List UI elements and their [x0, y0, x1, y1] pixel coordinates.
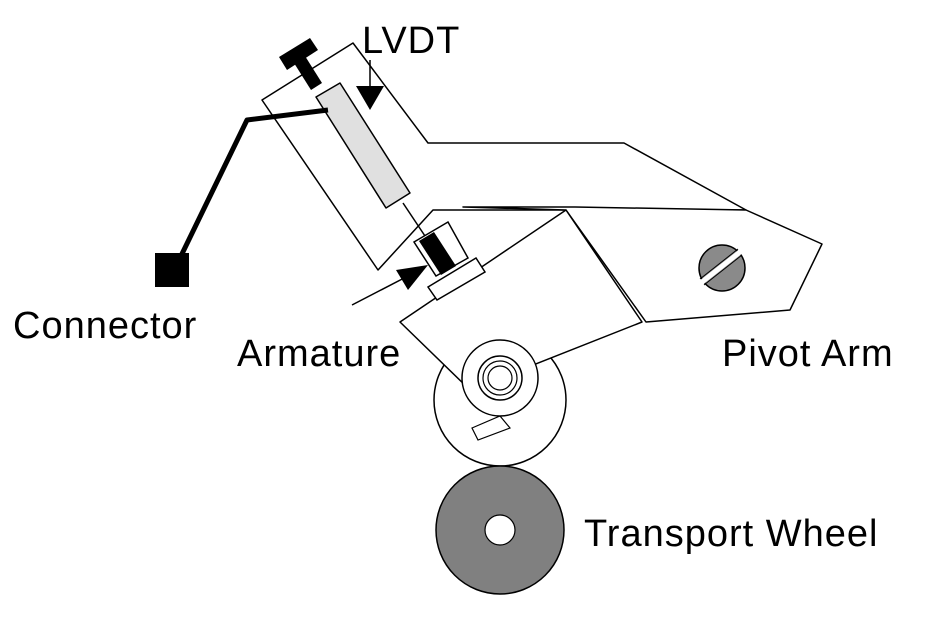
armature-holder-block	[399, 209, 643, 391]
armature-arrow	[351, 265, 428, 306]
lvdt-core	[315, 82, 411, 209]
upper-bracket	[261, 42, 747, 271]
armature-label: Armature	[237, 333, 401, 375]
transport-wheel-icon	[435, 465, 565, 595]
armature-plate	[426, 256, 487, 301]
lvdt-label: LVDT	[362, 20, 460, 62]
pivot-arm-label: Pivot Arm	[722, 333, 894, 375]
connector-cable	[177, 107, 329, 260]
pivot-screw-icon	[698, 244, 746, 292]
connector-block	[155, 253, 189, 287]
adjustment-knob-icon	[279, 38, 322, 90]
lvdt-arrow	[356, 60, 384, 110]
armature	[419, 232, 456, 275]
connector-label: Connector	[13, 305, 197, 347]
core-rod	[402, 202, 426, 237]
transport-wheel-label: Transport Wheel	[584, 513, 878, 555]
bearing-icon	[461, 339, 539, 417]
